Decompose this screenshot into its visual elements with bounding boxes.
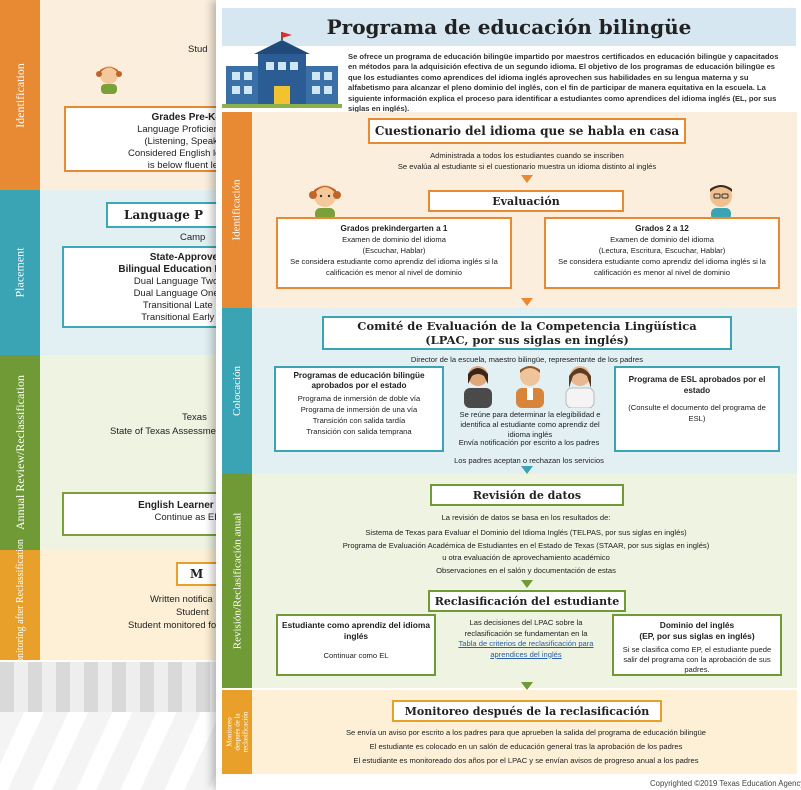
lpac-members: Director de la escuela, maestro bilingüe… [410,355,644,364]
arrow-down-icon [521,580,533,588]
lpac-center-3: Los padres aceptan o rechazan los servic… [454,456,604,465]
bg-side-identification: Identification [0,0,40,190]
grades-2-12-box: Grados 2 a 12 Examen de dominio del idio… [544,217,780,289]
cuestionario-heading: Cuestionario del idioma que se habla en … [368,118,686,144]
arrow-down-icon [521,466,533,474]
committee-people-icon [454,362,604,409]
bg-staar-fragment: State of Texas Assessmen [110,426,222,437]
bg-side-monitoring: Monitoring after Reclassification [0,539,40,660]
title-bar: Programa de educación bilingüe [222,8,796,46]
evaluacion-heading: Evaluación [428,190,624,212]
lpac-heading: Comité de Evaluación de la Competencia L… [322,316,732,350]
esl-program-box: Programa de ESL aprobados por el estado … [614,366,780,452]
copyright: Copyrighted ©2019 Texas Education Agency [650,779,801,788]
side-label-identificacion: Identificación [222,112,252,308]
el-student-box: Estudiante como aprendiz del idioma ingl… [276,614,436,676]
monitoreo-line-3: El estudiante es monitoreado dos años po… [353,756,699,765]
revision-line-5: Observaciones en el salón y documentació… [436,566,616,575]
bilingual-programs-box: Programas de educación bilingüe aprobado… [274,366,444,452]
arrow-down-icon [521,175,533,183]
reclassification-criteria-link[interactable]: Tabla de criterios de reclasificación pa… [458,639,594,659]
bg-monitor-line-2: Student [176,607,209,618]
bg-camp-fragment: Camp [180,232,206,243]
revision-heading: Revisión de datos [430,484,624,506]
intro-text: Se ofrece un programa de educación bilin… [348,52,779,114]
cuestionario-line-2: Se evalúa al estudiante si el cuestionar… [397,162,657,171]
side-label-monitoreo: Monitoreo después de la reclasificación [222,690,252,774]
side-label-colocacion: Colocación [222,308,252,474]
poster-title: Programa de educación bilingüe [326,15,692,39]
revision-line-4: u otra evaluación de aprovechamiento aca… [442,553,610,562]
bg-side-review: Annual Review/Reclassification [0,355,40,550]
girl-student-icon [308,182,342,220]
bg-stud-fragment: Stud [188,44,208,55]
bg-side-placement: Placement [0,190,40,355]
child-girl-icon [96,64,122,94]
cuestionario-line-1: Administrada a todos los estudiantes cua… [430,151,624,160]
bg-monitor-line-3: Student monitored fo [128,620,217,631]
reclasificacion-heading: Reclasificación del estudiante [428,590,626,612]
monitoreo-heading: Monitoreo después de la reclasificación [392,700,662,722]
revision-line-3: Programa de Evaluación Académica de Estu… [342,541,710,550]
monitoreo-line-1: Se envía un aviso por escrito a los padr… [345,728,707,737]
arrow-down-icon [521,298,533,306]
lpac-center-1: Se reúne para determinar la elegibilidad… [459,410,601,439]
revision-line-2: Sistema de Texas para Evaluar el Dominio… [365,528,687,537]
poster: Programa de educación bilingüe Se ofrece… [216,0,801,790]
boy-student-icon [704,182,738,220]
reclasificacion-center: Las decisiones del LPAC sobre la reclasi… [448,618,604,660]
arrow-down-icon [521,682,533,690]
grades-prek-box: Grados prekindergarten a 1 Examen de dom… [276,217,512,289]
school-building-icon [222,32,342,108]
monitoreo-line-2: El estudiante es colocado en un salón de… [369,742,683,751]
bg-texas-fragment: Texas [182,412,207,423]
bg-monitor-line-1: Written notifica [150,594,213,605]
lpac-center-2: Envía notificación por escrito a los pad… [458,438,600,447]
ep-box: Dominio del inglés (EP, por sus siglas e… [612,614,782,676]
revision-line-1: La revisión de datos se basa en los resu… [441,513,611,522]
side-label-revision: Revisión/Reclasificación anual [222,474,252,688]
